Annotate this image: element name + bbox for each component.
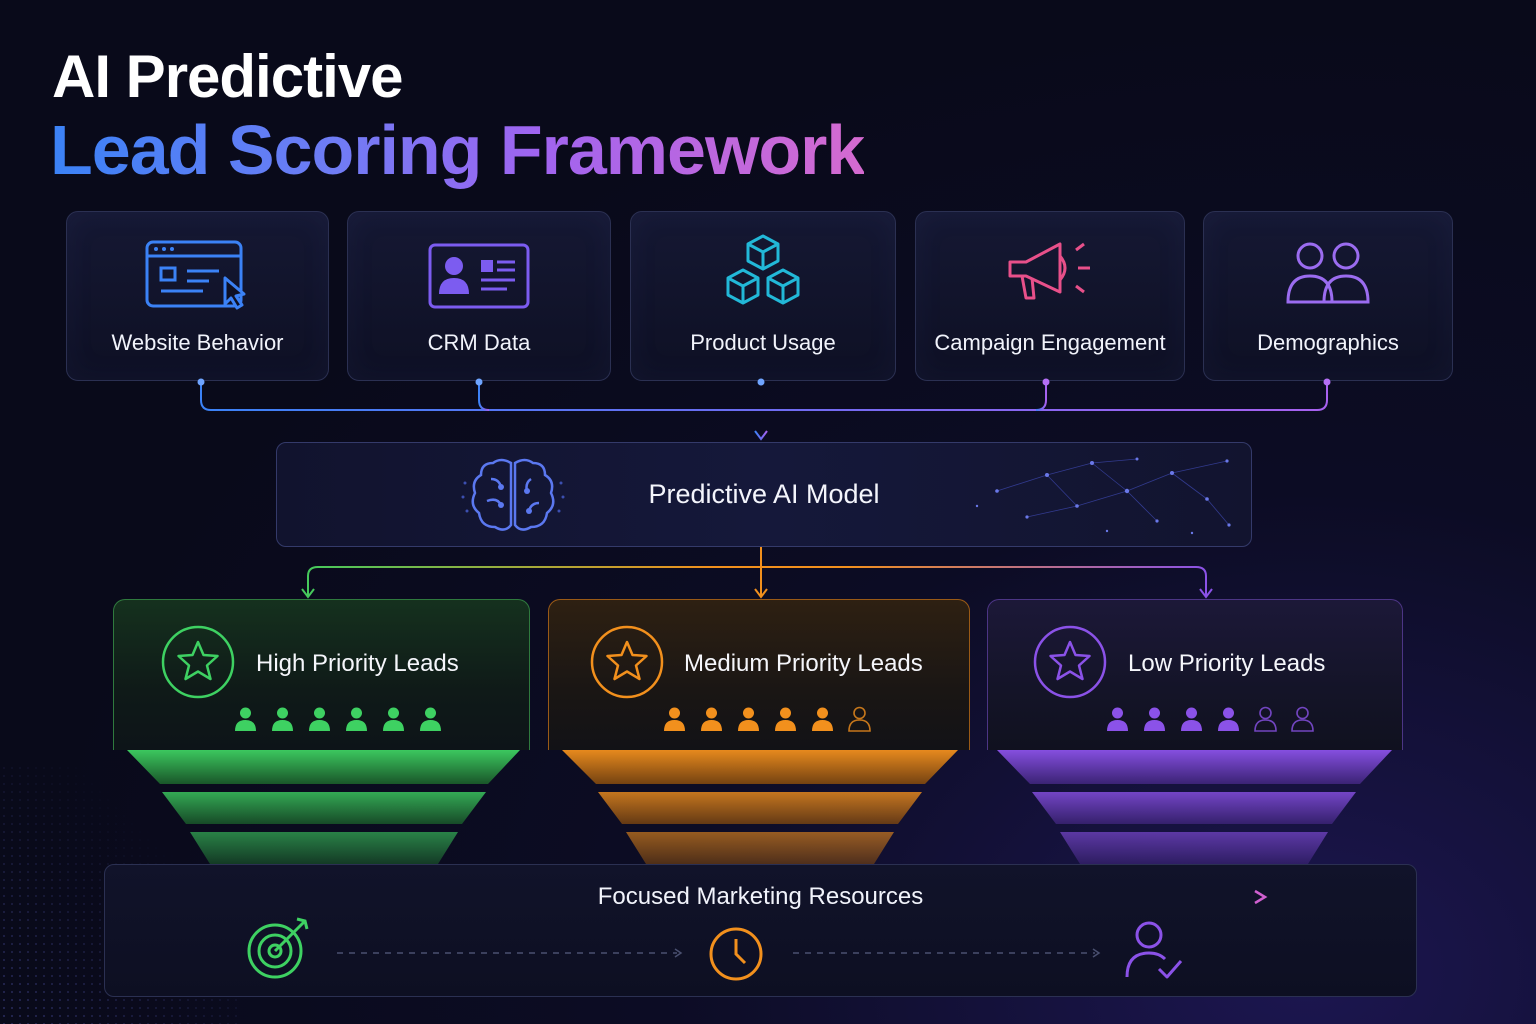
tier-card-high: High Priority Leads <box>113 599 530 750</box>
tier-label: Low Priority Leads <box>1128 650 1326 677</box>
person-outline-icon <box>1291 706 1314 732</box>
source-card-product-usage: Product Usage <box>630 211 896 381</box>
person-filled-icon <box>346 707 367 731</box>
source-card-demographics: Demographics <box>1203 211 1453 381</box>
person-filled-icon <box>235 707 256 731</box>
browser-cursor-icon <box>145 240 246 310</box>
funnel-low <box>997 750 1392 864</box>
person-filled-icon <box>1144 707 1165 731</box>
funnel-high <box>127 750 520 864</box>
person-filled-icon <box>812 707 833 731</box>
tier-label: High Priority Leads <box>256 650 459 677</box>
users-icon <box>1286 242 1370 304</box>
person-outline-icon <box>848 706 871 732</box>
star-badge-icon <box>1033 625 1107 699</box>
title-line-2: Lead Scoring Framework <box>50 111 865 189</box>
tier-card-medium: Medium Priority Leads <box>548 599 970 750</box>
funnel-shapes <box>127 750 1392 864</box>
focused-resources-box: Focused Marketing Resources <box>104 864 1417 997</box>
user-check-icon <box>1125 921 1183 979</box>
lead-count-icons <box>663 706 871 732</box>
star-badge-icon <box>161 625 235 699</box>
person-filled-icon <box>383 707 404 731</box>
star-badge-icon <box>590 625 664 699</box>
clock-icon <box>709 927 763 981</box>
tier-card-low: Low Priority Leads <box>987 599 1403 750</box>
target-icon <box>247 917 309 979</box>
megaphone-icon <box>1008 242 1090 300</box>
person-filled-icon <box>1218 707 1239 731</box>
person-filled-icon <box>738 707 759 731</box>
source-card-campaign-engagement: Campaign Engagement <box>915 211 1185 381</box>
person-filled-icon <box>664 707 685 731</box>
person-filled-icon <box>1181 707 1202 731</box>
source-label: CRM Data <box>427 330 531 355</box>
person-filled-icon <box>272 707 293 731</box>
bottom-decor <box>265 889 1268 958</box>
person-filled-icon <box>1107 707 1128 731</box>
brain-icon <box>461 458 565 531</box>
person-filled-icon <box>775 707 796 731</box>
source-label: Product Usage <box>690 330 836 355</box>
model-label: Predictive AI Model <box>648 479 880 509</box>
lead-count-icons <box>1106 706 1314 732</box>
cubes-icon <box>726 234 800 305</box>
network-pattern <box>975 457 1231 535</box>
person-filled-icon <box>701 707 722 731</box>
person-filled-icon <box>420 707 441 731</box>
lead-count-icons <box>234 706 442 732</box>
source-label: Campaign Engagement <box>934 330 1166 355</box>
person-outline-icon <box>1254 706 1277 732</box>
title-line-1: AI Predictive <box>52 43 403 110</box>
tier-label: Medium Priority Leads <box>684 650 923 677</box>
contact-card-icon <box>428 243 530 309</box>
source-label: Website Behavior <box>111 330 284 355</box>
person-filled-icon <box>309 707 330 731</box>
source-card-website-behavior: Website Behavior <box>66 211 329 381</box>
source-card-crm-data: CRM Data <box>347 211 611 381</box>
funnel-medium <box>562 750 958 864</box>
source-label: Demographics <box>1257 330 1399 355</box>
predictive-model-box: Predictive AI Model <box>276 442 1252 547</box>
bottom-label: Focused Marketing Resources <box>597 883 924 910</box>
